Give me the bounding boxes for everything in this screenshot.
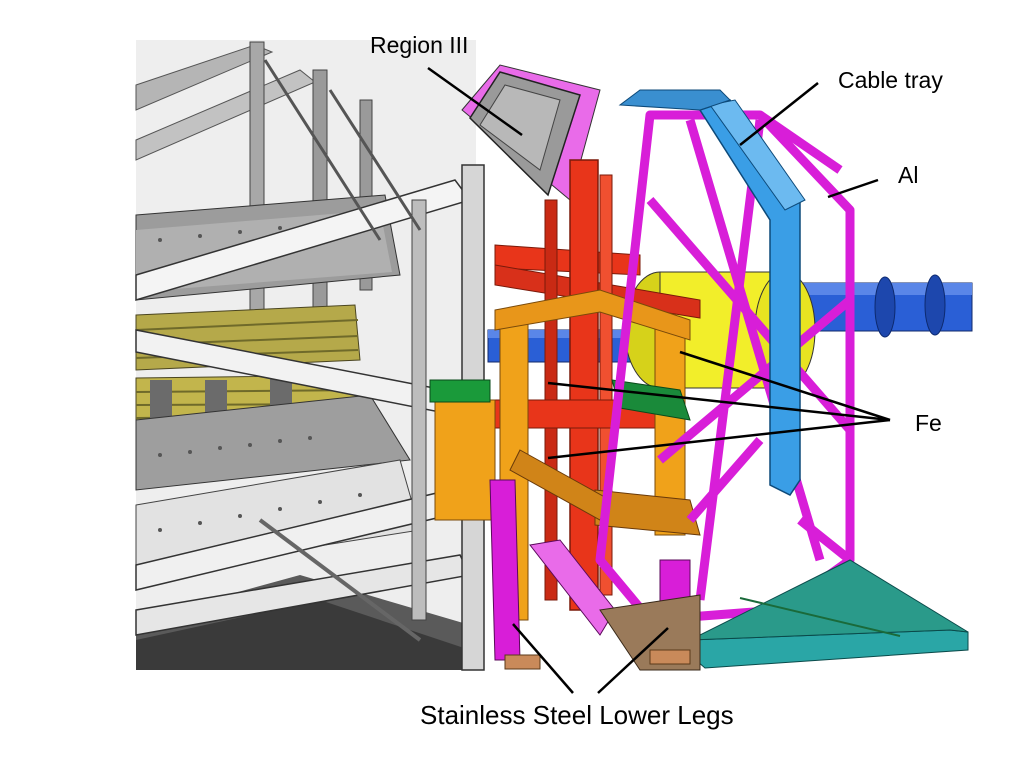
aluminum-label: Al bbox=[898, 162, 919, 188]
iron-label: Fe bbox=[915, 410, 942, 436]
region-callout-line bbox=[427, 66, 523, 137]
region-three-chamber bbox=[461, 64, 601, 201]
iron-frame-orange bbox=[434, 289, 701, 621]
stainless-legs-label: Stainless Steel Lower Legs bbox=[420, 700, 734, 730]
gray-support-frame bbox=[135, 40, 485, 671]
cable-tray-label: Cable tray bbox=[838, 67, 943, 93]
callout-lines bbox=[427, 66, 891, 694]
legs-callout-line-right bbox=[597, 627, 669, 694]
fe-callout-line-1 bbox=[679, 350, 891, 422]
al-callout-line bbox=[827, 178, 879, 199]
green-support bbox=[429, 379, 691, 421]
region-three-label: Region III bbox=[370, 32, 469, 58]
fe-callout-line-2 bbox=[547, 381, 891, 422]
legs-callout-line-left bbox=[512, 623, 574, 694]
cable-tray-callout-line bbox=[739, 82, 819, 146]
floor-plate bbox=[504, 559, 969, 671]
fe-callout-line-3 bbox=[547, 418, 891, 460]
cable-tray bbox=[618, 89, 806, 496]
